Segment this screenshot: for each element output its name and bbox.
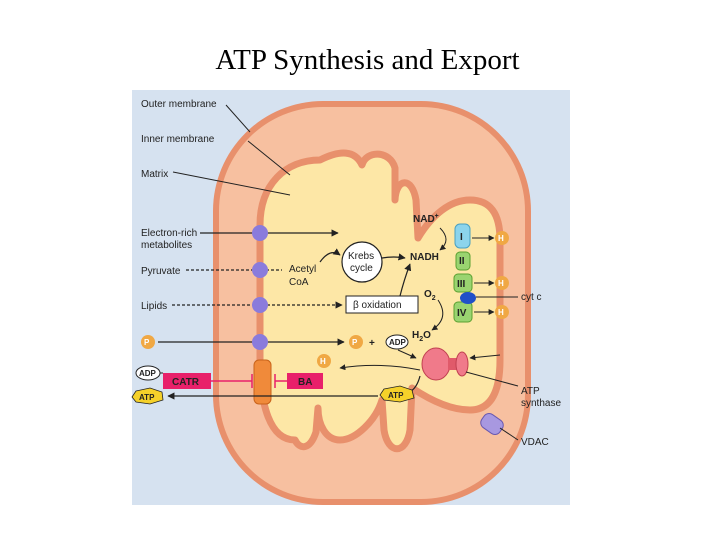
pi-inside-label: P	[352, 338, 358, 347]
atp-inside-badge	[379, 385, 415, 403]
h-ion-2	[495, 276, 509, 290]
krebs-cycle	[341, 241, 383, 283]
label-beta-oxidation: β oxidation	[353, 300, 402, 311]
h-ion-3-label: H	[498, 308, 504, 317]
adp-to-synthase-arrow	[397, 349, 417, 359]
complex-iii	[453, 273, 473, 293]
label-complex-iii: III	[457, 279, 466, 290]
beta-to-nadh-arrow	[399, 263, 412, 297]
transporter-pyruvate	[252, 262, 268, 278]
matrix-leader	[172, 171, 291, 196]
label-o2: O2	[424, 289, 436, 302]
transporter-phosphate	[252, 334, 268, 350]
label-inner-membrane: Inner membrane	[141, 134, 215, 145]
synthase-proton-arrow	[469, 354, 501, 361]
label-atp-synthase-2: synthase	[521, 398, 561, 409]
label-electron-rich-1: Electron-rich	[141, 228, 197, 239]
label-h2o: H2O	[412, 330, 431, 343]
label-lipids: Lipids	[141, 301, 167, 312]
outer-membrane-leader	[225, 104, 251, 133]
complex-i	[454, 223, 471, 249]
h-ion-matrix-label: H	[320, 357, 326, 366]
inner-membrane-leader	[247, 140, 291, 176]
complex-ii	[455, 251, 471, 271]
label-nad: NAD+	[413, 213, 439, 225]
adp-inside-label: ADP	[389, 338, 407, 347]
pi-outside-icon	[141, 335, 155, 349]
h-ion-3	[495, 305, 509, 319]
label-pyruvate: Pyruvate	[141, 266, 181, 277]
atp-outside-label: ATP	[139, 393, 155, 402]
label-complex-i: I	[460, 232, 463, 243]
slide-title: ATP Synthesis and Export	[215, 44, 520, 76]
catr-box	[163, 373, 211, 389]
nad-cycle-arrow	[439, 227, 447, 251]
atp-to-h-arrow	[339, 364, 421, 371]
adenine-nucleotide-translocase	[253, 359, 272, 405]
atp-synthase-leader	[465, 371, 519, 387]
label-complex-iv: IV	[457, 308, 467, 319]
transporter-electron-rich	[252, 225, 268, 241]
label-cyt-c: cyt c	[521, 292, 542, 303]
label-catr: CATR	[172, 377, 200, 388]
ba-box	[287, 373, 323, 389]
transporter-lipids	[252, 297, 268, 313]
acetyl-to-krebs-arrow	[319, 248, 341, 263]
label-electron-rich-2: metabolites	[141, 240, 192, 251]
atp-synthase-f1	[421, 347, 451, 381]
o2-to-h2o-arrow	[431, 299, 444, 331]
beta-oxidation-box	[345, 295, 419, 314]
label-acetyl: Acetyl	[289, 264, 316, 275]
label-vdac: VDAC	[521, 437, 549, 448]
adp-inside-badge	[385, 334, 409, 350]
h-ion-2-label: H	[498, 279, 504, 288]
label-nadh: NADH	[410, 252, 439, 263]
label-atp-synthase-1: ATP	[521, 386, 540, 397]
vdac-channel	[480, 412, 504, 436]
krebs-to-nadh-arrow	[381, 253, 406, 261]
label-coa: CoA	[289, 277, 309, 288]
vdac-leader	[499, 427, 519, 441]
atp-inside-label: ATP	[388, 391, 404, 400]
label-cycle: cycle	[350, 263, 373, 274]
atp-synthase-stalk	[448, 358, 458, 370]
label-matrix: Matrix	[141, 169, 168, 180]
cyt-c-protein	[460, 292, 476, 304]
label-krebs: Krebs	[348, 251, 374, 262]
label-ba: BA	[298, 377, 312, 388]
atp-synthase-fo	[455, 351, 469, 377]
h-ion-matrix	[317, 354, 331, 368]
label-outer-membrane: Outer membrane	[141, 99, 217, 110]
adp-outside-label: ADP	[139, 369, 157, 378]
atp-outside-badge	[131, 387, 164, 405]
h-ion-1-label: H	[498, 234, 504, 243]
label-complex-ii: II	[459, 256, 465, 267]
label-plus: +	[369, 338, 375, 349]
h-ion-1	[495, 231, 509, 245]
pi-inside-icon	[349, 335, 363, 349]
pi-outside-label: P	[144, 338, 150, 347]
